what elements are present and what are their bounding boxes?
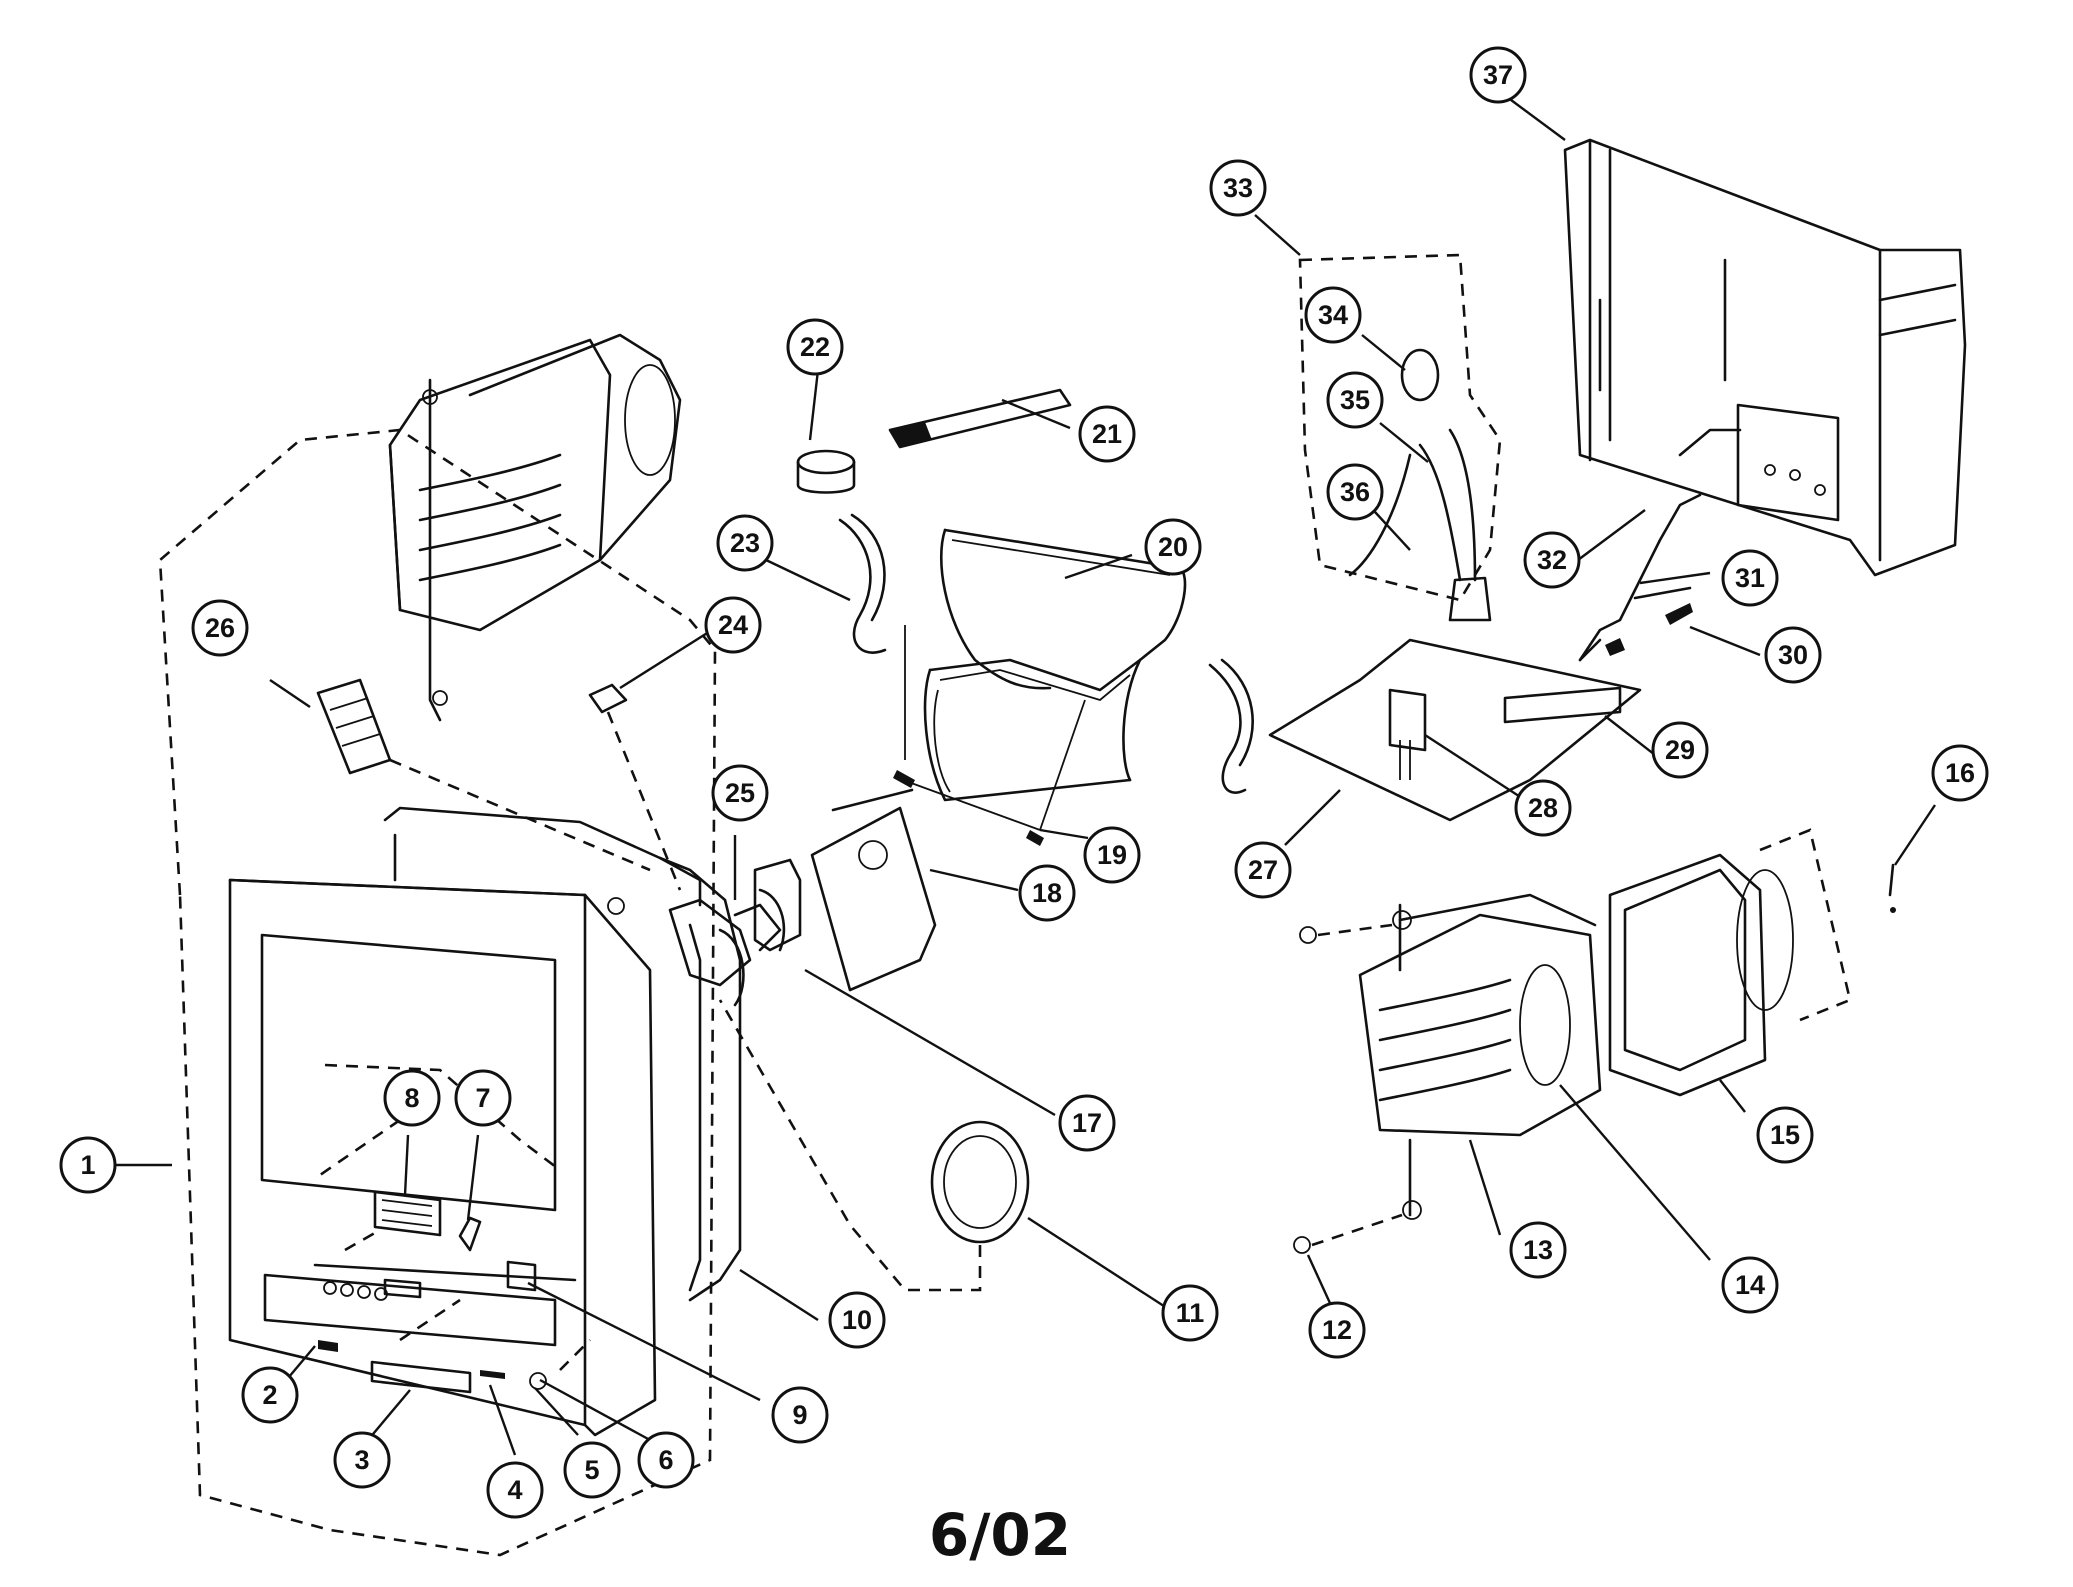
callout-1: 1 [59,1136,117,1194]
callout-number: 35 [1340,385,1370,415]
part-26-drawing [316,678,651,872]
callout-18: 18 [1018,864,1076,922]
callout-number: 6 [658,1445,673,1475]
callout-13: 13 [1509,1221,1567,1279]
callout-29: 29 [1651,721,1709,779]
callout-26: 26 [191,599,249,657]
callout-10: 10 [828,1291,886,1349]
callout-number: 12 [1322,1315,1352,1345]
callout-12: 12 [1308,1301,1366,1359]
callout-6: 6 [637,1431,695,1489]
callout-7: 7 [454,1069,512,1127]
callout-number: 19 [1097,840,1127,870]
callout-number: 2 [262,1380,277,1410]
callout-number: 18 [1032,878,1062,908]
callout-24: 24 [704,596,762,654]
callout-number: 32 [1537,545,1567,575]
callout-22: 22 [786,318,844,376]
diagram-caption: 6/02 [929,1501,1071,1569]
callout-2: 2 [241,1366,299,1424]
callout-number: 24 [718,610,748,640]
callout-number: 31 [1735,563,1765,593]
callout-number: 33 [1223,173,1253,203]
callout-28: 28 [1514,779,1572,837]
callout-number: 27 [1248,855,1278,885]
callout-35: 35 [1326,371,1384,429]
callout-25: 25 [711,764,769,822]
callout-number: 1 [80,1150,95,1180]
callout-9: 9 [771,1386,829,1444]
callout-27: 27 [1234,841,1292,899]
callout-20: 20 [1144,518,1202,576]
callout-number: 10 [842,1305,872,1335]
callout-31: 31 [1721,549,1779,607]
callout-number: 22 [800,332,830,362]
callout-number: 11 [1176,1298,1205,1328]
callout-21: 21 [1078,405,1136,463]
callout-number: 17 [1072,1108,1102,1138]
part-20-drawing [893,528,1187,846]
callout-number: 14 [1735,1270,1765,1300]
callout-number: 16 [1945,758,1975,788]
right-bracket-drawing [1293,828,1896,1254]
callout-number: 25 [725,778,755,808]
callout-number: 28 [1528,793,1558,823]
part-24-drawing [588,683,682,891]
callout-3: 3 [333,1431,391,1489]
callout-36: 36 [1326,463,1384,521]
part-22-drawing [796,449,856,494]
callout-number: 34 [1318,300,1348,330]
callout-30: 30 [1764,626,1822,684]
part-25-18-drawing [733,788,937,992]
callout-37: 37 [1469,46,1527,104]
callout-5: 5 [563,1441,621,1499]
callout-23: 23 [716,514,774,572]
callout-number: 3 [354,1445,369,1475]
callout-number: 23 [730,528,760,558]
callout-number: 8 [404,1083,419,1113]
callout-number: 36 [1340,477,1370,507]
callout-19: 19 [1083,826,1141,884]
callout-number: 26 [205,613,235,643]
callout-8: 8 [383,1069,441,1127]
callout-number: 21 [1092,419,1122,449]
callout-number: 30 [1778,640,1808,670]
callout-17: 17 [1058,1094,1116,1152]
callout-number: 5 [584,1455,599,1485]
callout-34: 34 [1304,286,1362,344]
rear-cabinet-drawing [1563,138,1967,577]
callout-4: 4 [486,1461,544,1519]
callout-number: 13 [1523,1235,1553,1265]
callout-number: 20 [1158,532,1188,562]
left-bracket-drawing [388,333,682,722]
callout-leaders [105,96,1936,1456]
callout-11: 11 [1161,1284,1219,1342]
part-23-drawing [838,513,1254,794]
callout-number: 29 [1665,735,1695,765]
callout-16: 16 [1931,744,1989,802]
callout-number: 4 [507,1475,522,1505]
callout-number: 15 [1770,1120,1800,1150]
main-pcb-drawing [1268,253,1702,822]
part-21-drawing [888,388,1072,449]
part-11-drawing [718,999,1030,1292]
callout-15: 15 [1756,1106,1814,1164]
callout-32: 32 [1523,531,1581,589]
callout-number: 37 [1483,60,1513,90]
callout-33: 33 [1209,159,1267,217]
callout-number: 9 [792,1400,807,1430]
callout-14: 14 [1721,1256,1779,1314]
callout-number: 7 [475,1083,490,1113]
